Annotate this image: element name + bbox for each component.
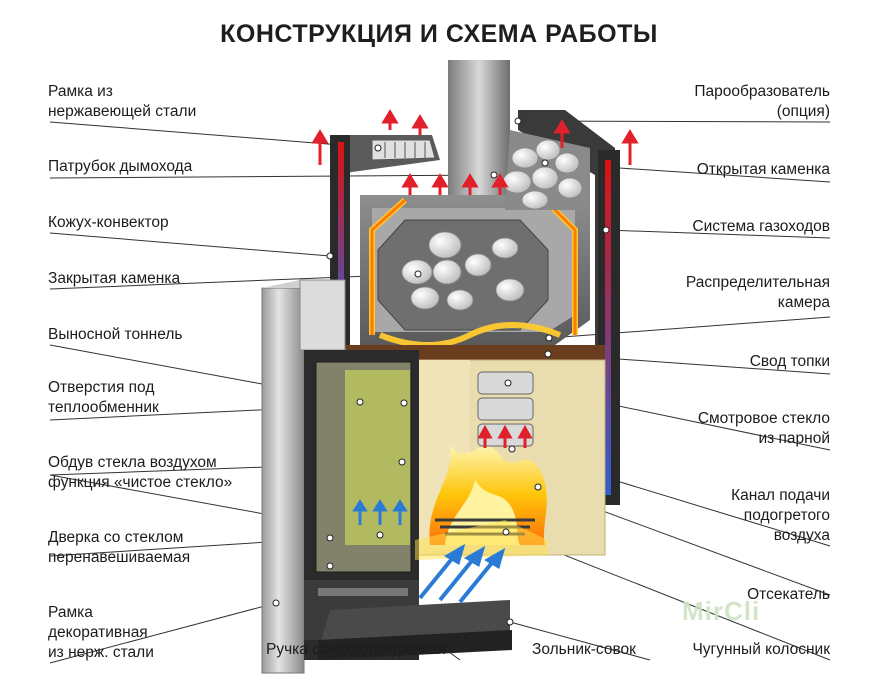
label-steam-gen: Парообразователь(опция) (694, 83, 830, 120)
label-cutoff: Отсекатель (747, 586, 830, 603)
label-gas-ducts: Система газоходов (692, 218, 830, 235)
label-firebox-vault: Свод топки (749, 353, 830, 370)
label-tunnel: Выносной тоннель (48, 326, 183, 343)
label-handle: Ручка самоохлаждаемая (266, 641, 447, 658)
watermark-logo: MirCli (682, 596, 761, 626)
diagram-title: КОНСТРУКЦИЯ И СХЕМА РАБОТЫ (220, 20, 658, 48)
label-closed-stones: Закрытая каменка (48, 270, 181, 287)
label-ash-pan: Зольник-совок (532, 641, 636, 658)
label-open-stones: Открытая каменка (696, 161, 830, 178)
label-casing-convector: Кожух-конвектор (48, 214, 169, 231)
label-chimney-pipe: Патрубок дымохода (48, 158, 193, 175)
label-grate: Чугунный колосник (692, 641, 830, 658)
